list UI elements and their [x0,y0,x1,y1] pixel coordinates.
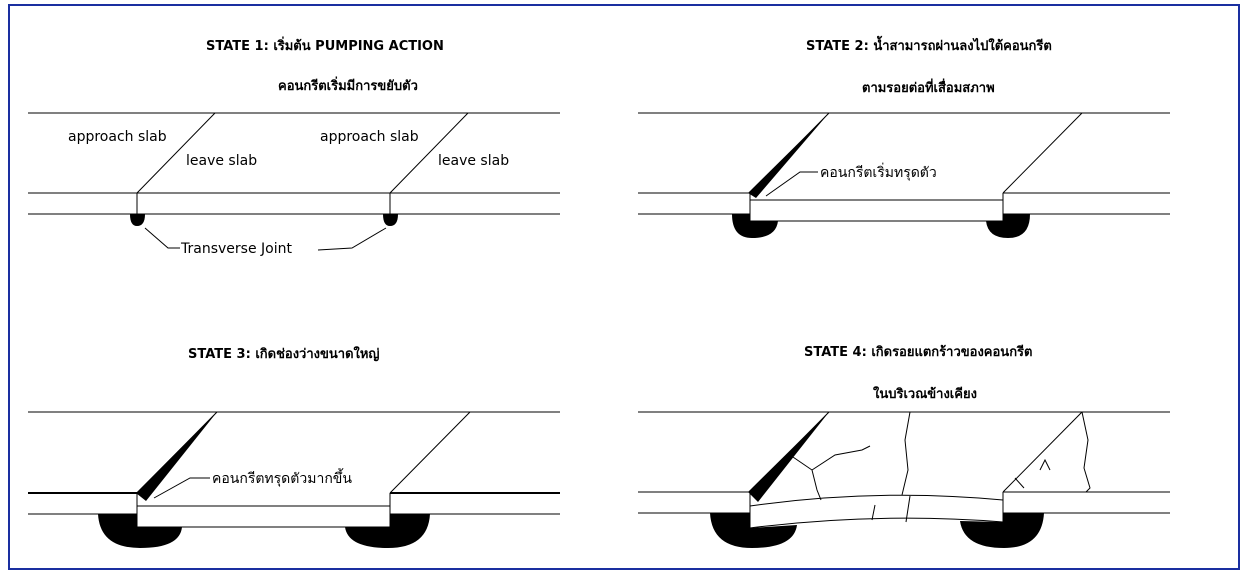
state-4-void-left [710,513,797,548]
state-1-transverse-joint-label: Transverse Joint [180,241,292,257]
state-1-void-right [383,214,398,226]
state-3-void-right [345,514,430,548]
state-1-joint-diagonal-right [389,112,469,194]
state-1-leader-left [144,227,180,249]
state-3-crack-wedge [136,412,217,501]
state-2-callout-leader [765,171,818,197]
state-2-subtitle: ตามรอยต่อที่เสื่อมสภาพ [862,78,995,96]
state-1-subtitle: คอนกรีตเริ่มมีการขยับตัว [278,76,418,94]
state-3-callout-label: คอนกรีตทรุดตัวมากขึ้น [212,468,352,487]
state-1-panel: STATE 1: เริ่มต้น PUMPING ACTION คอนกรีต… [28,36,560,257]
state-1-joint-diagonal-left [136,112,216,194]
state-2-callout-label: คอนกรีตเริ่มทรุดตัว [820,163,937,181]
state-3-title: STATE 3: เกิดช่องว่างขนาดใหญ่ [188,345,380,362]
state-1-leave-slab-right-label: leave slab [438,153,509,169]
state-3-callout-leader [153,477,210,499]
state-4-panel: STATE 4: เกิดรอยแตกร้าวของคอนกรีต ในบริเ… [638,344,1170,548]
state-4-crack-left [789,445,871,501]
state-4-middle-slab-top [749,494,1004,507]
state-1-title: STATE 1: เริ่มต้น PUMPING ACTION [206,36,444,54]
state-1-void-left [130,214,145,226]
state-4-crack-right [1014,411,1091,493]
state-2-joint-diagonal-right [1002,112,1083,194]
state-2-crack-wedge [748,113,829,198]
state-3-void-left [98,514,182,548]
diagram-frame [8,4,1240,570]
state-3-joint-diagonal-right [389,411,471,494]
state-4-subtitle: ในบริเวณข้างเคียง [873,385,977,402]
state-4-void-right [960,513,1044,548]
state-4-title: STATE 4: เกิดรอยแตกร้าวของคอนกรีต [804,344,1032,360]
state-2-title: STATE 2: น้ำสามารถผ่านลงไปใต้คอนกรีต [806,35,1052,54]
state-3-panel: STATE 3: เกิดช่องว่างขนาดใหญ่ คอนกรีตทรุ… [28,345,560,548]
state-4-joint-diagonal-right [1002,411,1083,493]
state-2-void-right [986,214,1030,238]
state-1-leader-right [317,227,387,251]
state-2-panel: STATE 2: น้ำสามารถผ่านลงไปใต้คอนกรีต ตาม… [638,35,1170,238]
state-1-approach-slab-right-label: approach slab [320,129,419,145]
state-4-crack-slab [871,495,911,523]
state-4-middle-slab-bottom [749,517,1004,529]
state-4-crack-middle [901,411,911,496]
state-1-leave-slab-left-label: leave slab [186,153,257,169]
state-2-void-left [732,214,778,238]
state-1-approach-slab-left-label: approach slab [68,129,167,145]
state-4-crack-wedge [748,412,829,502]
